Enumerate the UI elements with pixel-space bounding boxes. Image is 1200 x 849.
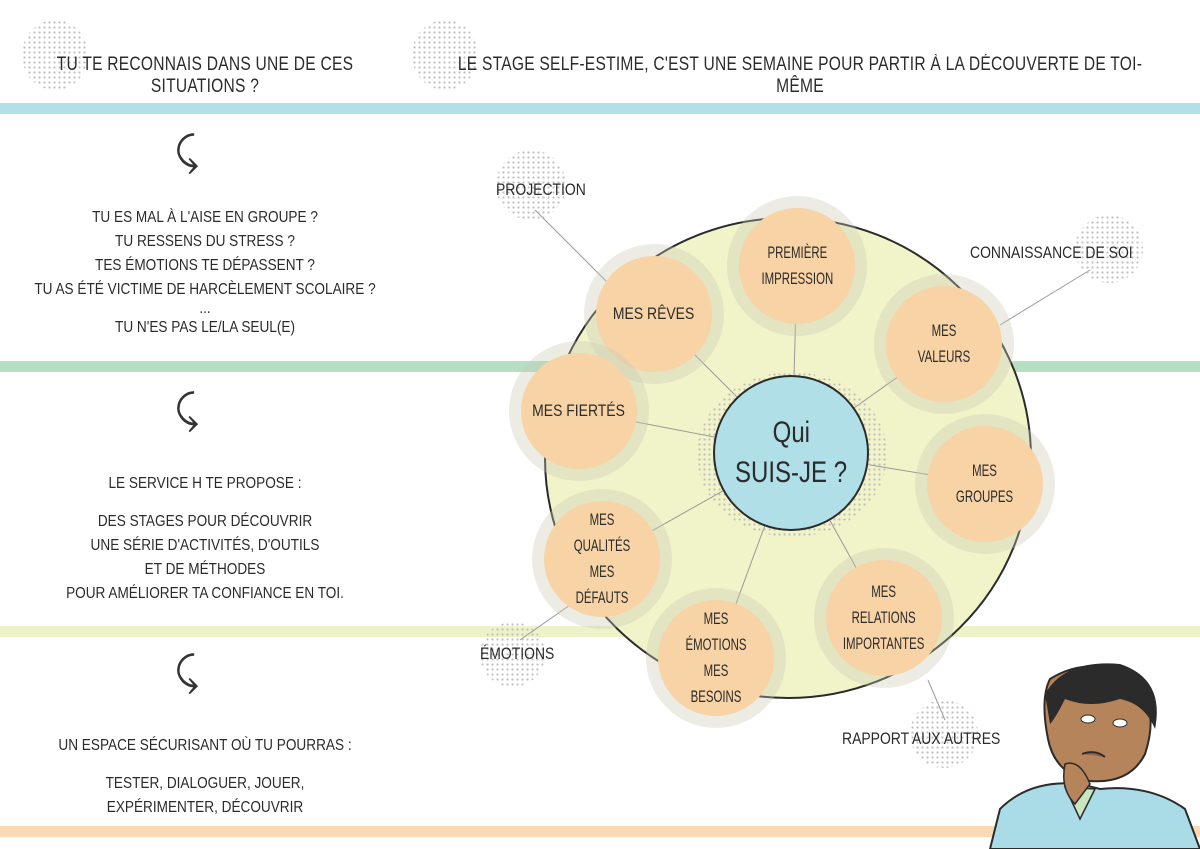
label-projection: Projection [496, 180, 586, 199]
question: Tu as été victime de harcèlement scolair… [34, 281, 376, 298]
questions-block: Tu es mal à l'aise en groupe ? Tu ressen… [0, 206, 410, 340]
node-label: Mes émotions [685, 609, 747, 654]
node-label: relations [852, 608, 916, 627]
label-rapport-aux-autres: Rapport aux autres [842, 729, 1001, 748]
node-mes-emotions-besoins: Mes émotions mes besoins [658, 600, 774, 716]
question: Tu ressens du stress ? [115, 233, 295, 250]
node-premiere-impression: Première impression [739, 208, 855, 324]
dot-decoration [412, 20, 478, 90]
node-label: importantes [843, 634, 925, 653]
node-label: Mes qualités [573, 510, 631, 555]
node-label: mes défauts [575, 562, 629, 607]
proposal-title: Le service H te propose : [108, 475, 302, 492]
center-text: Qui [772, 416, 810, 449]
dot-decoration [480, 622, 545, 687]
orange-band [0, 826, 1200, 837]
node-label: groupes [956, 487, 1014, 506]
space-block: Un espace sécurisant où tu pourras : tes… [0, 734, 410, 820]
dot-decoration [496, 150, 566, 220]
dot-decoration [22, 20, 88, 90]
node-label: Mes fiertés [532, 401, 626, 420]
label-emotions: Émotions [480, 644, 555, 663]
blue-band [0, 103, 1200, 114]
center-circle: Qui suis-je ? [713, 375, 869, 531]
space-line: expérimenter, découvrir [106, 799, 304, 816]
node-mes-qualites-defauts: Mes qualités mes défauts [544, 501, 660, 617]
node-label: impression [761, 269, 833, 288]
proposal-line: pour améliorer ta confiance en toi. [66, 585, 344, 602]
node-label: Mes [871, 582, 897, 601]
question: Tu n'es pas le/la seul(e) [115, 319, 295, 336]
proposal-block: Le service H te propose : Des stages pou… [0, 472, 410, 606]
proposal-line: Des stages pour découvrir [97, 513, 313, 530]
curved-arrow-icon: ⤹ [175, 650, 199, 694]
node-mes-valeurs: Mes valeurs [886, 286, 1002, 402]
question: Tes émotions te dépassent ? [95, 257, 315, 274]
left-title: Tu te reconnais dans une de ces situatio… [56, 54, 354, 97]
proposal-line: une série d'activités, d'outils [90, 537, 320, 554]
dot-decoration [1075, 215, 1143, 283]
node-label: valeurs [917, 347, 971, 366]
label-connaissance-de-soi: Connaissance de soi [970, 243, 1133, 262]
proposal-line: et de méthodes [144, 561, 266, 578]
node-label: Mes [931, 321, 957, 340]
curved-arrow-icon: ⤹ [175, 130, 199, 174]
ellipsis: ... [199, 300, 211, 317]
thinking-person-illustration [988, 663, 1200, 849]
node-label: Première [767, 243, 827, 262]
curved-arrow-icon: ⤹ [175, 388, 199, 432]
space-title: Un espace sécurisant où tu pourras : [58, 737, 352, 754]
dot-decoration [910, 700, 978, 768]
node-mes-fiertes: Mes fiertés [521, 353, 637, 469]
center-text: suis-je ? [734, 456, 848, 489]
node-mes-relations: Mes relations importantes [826, 560, 942, 676]
question: Tu es mal à l'aise en groupe ? [92, 209, 318, 226]
node-label: Mes [972, 461, 998, 480]
yellow-band [0, 626, 1200, 637]
right-title: Le stage self-estime, c'est une semaine … [457, 54, 1143, 97]
node-label: Mes rêves [613, 304, 695, 323]
node-mes-reves: Mes rêves [596, 256, 712, 372]
node-label: mes besoins [690, 661, 742, 706]
node-mes-groupes: Mes groupes [927, 426, 1043, 542]
space-line: tester, dialoguer, jouer, [105, 775, 305, 792]
